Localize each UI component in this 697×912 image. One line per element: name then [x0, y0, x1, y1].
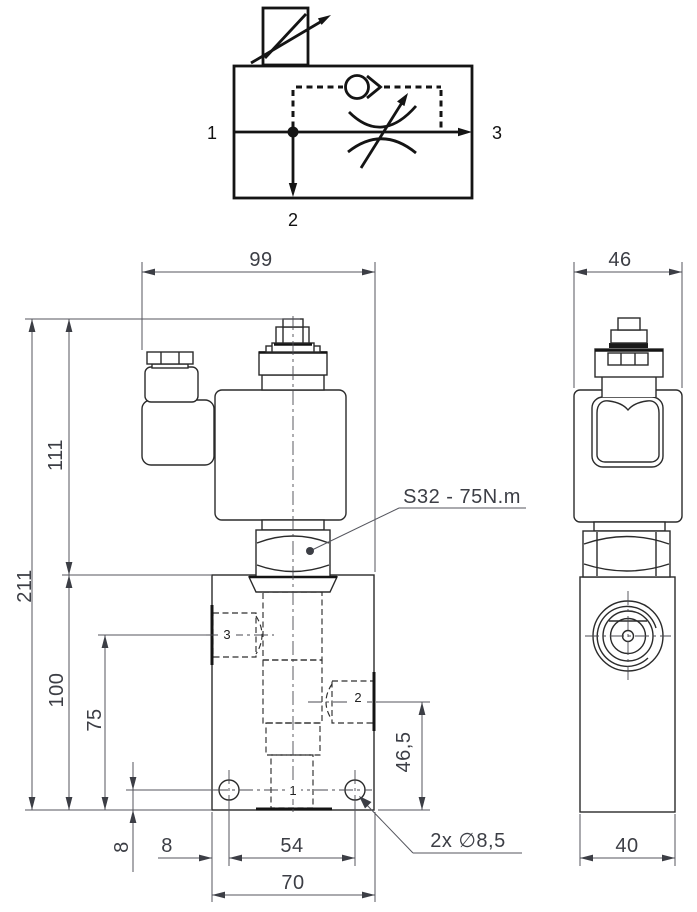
side-view	[573, 317, 683, 813]
dim-46-5-text: 46,5	[393, 732, 415, 773]
front-port-3-label: 3	[223, 627, 230, 642]
front-dimensions: 99 211 111 100 75	[14, 249, 526, 902]
cable-gland-nut	[146, 351, 194, 365]
dim-coil-section-height: 111	[45, 319, 73, 575]
solenoid-symbol	[250, 6, 331, 67]
dim-port2-height: 46,5	[393, 702, 426, 810]
dim-70-text: 70	[281, 872, 304, 894]
dim-hole-height: 8	[111, 762, 137, 872]
front-port-2-label: 2	[354, 690, 361, 705]
dim-hole-edge-offset: 8	[158, 835, 212, 862]
schematic-port-3-label: 3	[492, 123, 502, 143]
check-valve-seat	[366, 74, 383, 100]
flow-arrow-head	[458, 127, 472, 137]
leader-dot	[306, 547, 314, 555]
dim-port3-height: 75	[84, 635, 109, 810]
leader-arrow	[359, 796, 372, 809]
dim-111-text: 111	[45, 439, 67, 471]
schematic-port-2-label: 2	[288, 210, 298, 230]
din-connector-front	[141, 351, 215, 466]
pilot-line	[291, 85, 443, 129]
side-port-face	[585, 591, 671, 681]
dim-46-text: 46	[608, 249, 631, 271]
torque-note-text: S32 - 75N.m	[403, 486, 521, 508]
dim-100-text: 100	[46, 673, 68, 708]
branch-arrow-head	[288, 183, 298, 197]
dim-75-text: 75	[84, 708, 106, 731]
restrictor-arrow-line	[359, 100, 405, 169]
connector-inner-face	[596, 400, 660, 463]
washer-dark	[609, 343, 648, 348]
holes-note-text: 2x ∅8,5	[430, 830, 505, 852]
adjust-arrow-line	[250, 19, 323, 65]
solenoid-coil-front	[214, 389, 347, 521]
din-connector-side	[591, 396, 664, 468]
side-dimensions: 46 40	[573, 249, 683, 866]
flow-restrictor-symbol	[347, 93, 418, 169]
hydraulic-schematic: 1 3 2	[207, 6, 502, 230]
dim-body-height: 100	[46, 575, 73, 810]
front-port-1-label: 1	[289, 783, 296, 798]
main-flow-line	[234, 126, 472, 197]
dim-8v-text: 8	[111, 841, 133, 853]
dim-8h-text: 8	[161, 835, 173, 857]
adjust-arrow-head	[317, 15, 331, 25]
connector-body	[141, 399, 215, 466]
coil-neck-side	[593, 521, 666, 532]
dim-40-text: 40	[615, 835, 638, 857]
dim-99-text: 99	[249, 249, 272, 271]
schematic-port-1-label: 1	[207, 123, 217, 143]
dim-hole-spacing: 54	[229, 835, 355, 862]
dim-overall-height: 211	[14, 319, 36, 810]
dim-body-width: 70	[212, 872, 375, 899]
thread-arc	[596, 605, 657, 668]
front-view: 3 2 1	[141, 316, 378, 812]
restrictor-arrow-head	[397, 93, 408, 107]
dim-211-text: 211	[14, 569, 36, 602]
torque-note: S32 - 75N.m	[306, 486, 526, 555]
dim-side-body-width: 40	[580, 835, 675, 862]
dim-coil-width: 46	[574, 249, 682, 276]
dim-54-text: 54	[280, 835, 303, 857]
valve-body-side	[579, 576, 676, 813]
manual-override-side	[594, 317, 664, 397]
connector-upper	[144, 366, 199, 403]
dim-overall-width: 99	[142, 249, 375, 276]
check-valve-symbol	[344, 74, 383, 100]
holes-note: 2x ∅8,5	[359, 796, 522, 854]
hex-nut-side	[582, 530, 671, 578]
